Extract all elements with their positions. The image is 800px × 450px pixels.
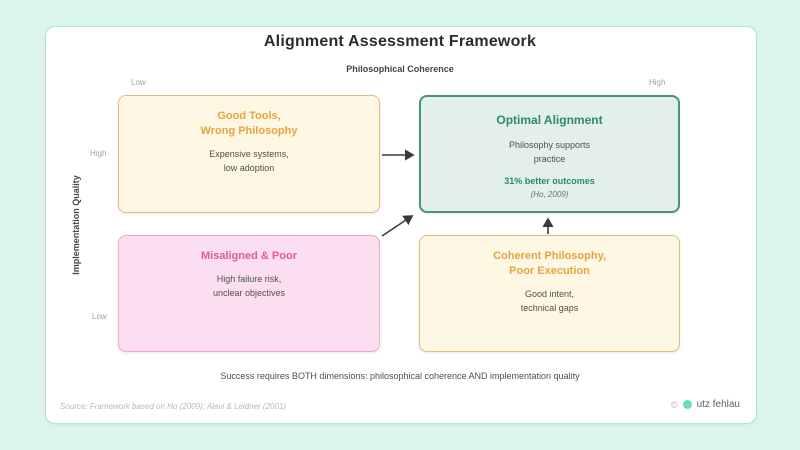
quadrant-title: Optimal Alignment: [496, 113, 603, 127]
quadrant-good-tools-wrong-philosophy: Good Tools, Wrong Philosophy Expensive s…: [118, 95, 380, 213]
page-title: Alignment Assessment Framework: [263, 33, 537, 50]
x-axis-title: Philosophical Coherence: [346, 64, 454, 74]
conclusion-caption: Success requires BOTH dimensions: philos…: [220, 371, 580, 381]
y-axis-high-label: High: [90, 149, 107, 158]
y-axis-low-label: Low: [92, 312, 107, 321]
quadrant-title: Coherent Philosophy, Poor Execution: [493, 250, 606, 277]
source-note: Source: Framework based on Ho (2009); Al…: [60, 402, 287, 411]
quadrant-title: Good Tools, Wrong Philosophy: [200, 110, 298, 137]
quadrant-body: Philosophy supports practice: [508, 140, 591, 165]
x-axis-low-label: Low: [131, 78, 146, 87]
y-axis-title: Implementation Quality: [71, 175, 81, 275]
copyright-icon: ©: [670, 399, 678, 410]
quadrant-title: Misaligned & Poor: [201, 250, 297, 262]
brand-logo-icon: [682, 400, 692, 409]
quadrant-misaligned-poor: Misaligned & Poor High failure risk, unc…: [118, 235, 380, 352]
brand-footer: © utz fehlau: [671, 399, 740, 410]
quadrant-coherent-philosophy-poor-execution: Coherent Philosophy, Poor Execution Good…: [419, 235, 680, 352]
quadrant-optimal-alignment: Optimal Alignment Philosophy supports pr…: [419, 95, 680, 213]
quadrant-highlight-stat: 31% better outcomes: [504, 176, 595, 187]
quadrant-body: Good intent, technical gaps: [520, 288, 579, 313]
quadrant-body: High failure risk, unclear objectives: [212, 273, 286, 298]
brand-name: utz fehlau: [696, 399, 740, 410]
quadrant-citation: (Ho, 2009): [530, 190, 569, 200]
quadrant-body: Expensive systems, low adoption: [209, 148, 289, 173]
x-axis-high-label: High: [649, 78, 666, 87]
